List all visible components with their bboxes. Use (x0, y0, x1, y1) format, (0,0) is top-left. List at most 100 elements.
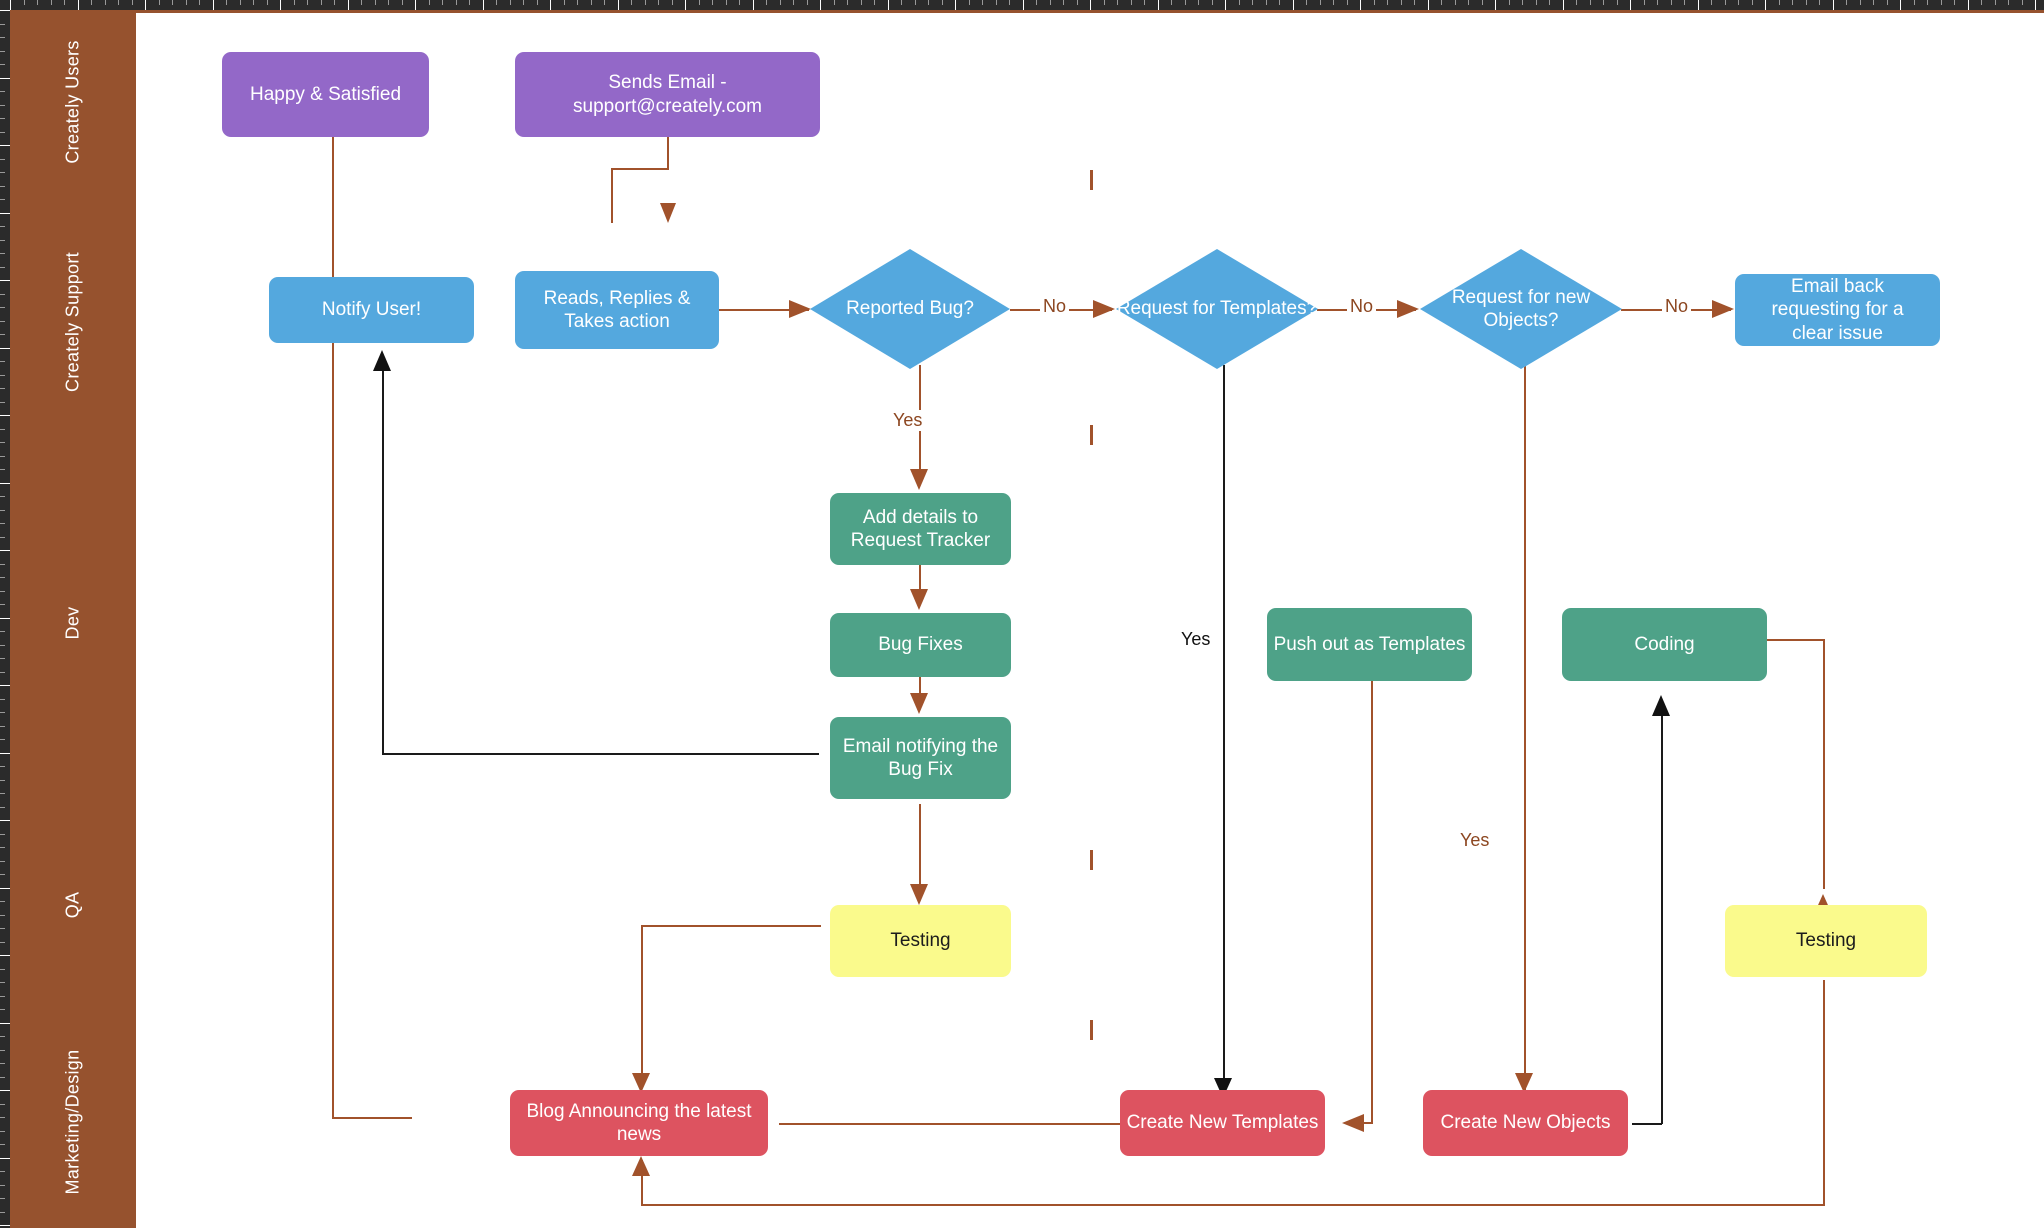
ruler-tick (0, 1198, 5, 1199)
connector-blog-left (332, 1117, 412, 1119)
node-notify-user[interactable]: Notify User! (269, 277, 474, 343)
ruler-tick (0, 888, 10, 889)
ruler-tick (1846, 0, 1847, 5)
ruler-tick (915, 0, 916, 5)
drawing-canvas[interactable]: Creately Users Creately Support Dev QA M… (10, 10, 2044, 1228)
ruler-tick (0, 861, 5, 862)
swimlane-header-users[interactable]: Creately Users (10, 13, 136, 191)
ruler-tick (0, 1063, 5, 1064)
ruler-tick (348, 0, 349, 10)
vertical-ruler[interactable] (0, 0, 10, 1228)
ruler-tick (1252, 0, 1253, 5)
ruler-tick (0, 334, 5, 335)
ruler-tick (0, 267, 5, 268)
ruler-tick (1158, 0, 1159, 10)
node-push-out-templates[interactable]: Push out as Templates (1267, 608, 1472, 681)
node-testing-qa-left[interactable]: Testing (830, 905, 1011, 977)
ruler-tick (1333, 0, 1334, 5)
node-blog-announcing[interactable]: Blog Announcing the latest news (510, 1090, 768, 1156)
ruler-tick (0, 118, 5, 119)
node-label: Coding (1634, 633, 1695, 655)
ruler-tick (307, 0, 308, 5)
node-add-details[interactable]: Add details to Request Tracker (830, 493, 1011, 565)
ruler-tick (1603, 0, 1604, 5)
ruler-tick (0, 1117, 5, 1118)
ruler-tick (1239, 0, 1240, 5)
ruler-tick (0, 1036, 5, 1037)
ruler-tick (0, 348, 10, 349)
ruler-tick (1455, 0, 1456, 5)
ruler-tick (0, 415, 10, 416)
ruler-tick (550, 0, 551, 10)
ruler-tick (199, 0, 200, 5)
ruler-tick (753, 0, 754, 10)
swimlane-header-marketing[interactable]: Marketing/Design (10, 1016, 136, 1228)
connector-coding-right (1765, 639, 1825, 641)
node-testing-qa-right[interactable]: Testing (1725, 905, 1927, 977)
ruler-tick (91, 0, 92, 5)
ruler-tick (1401, 0, 1402, 5)
ruler-tick (577, 0, 578, 5)
node-email-back[interactable]: Email back requesting for a clear issue (1735, 274, 1940, 346)
ruler-tick (1954, 0, 1955, 5)
edge-label-templates-yes: Yes (1178, 629, 1214, 650)
node-sends-email[interactable]: Sends Email - support@creately.com (515, 52, 820, 137)
ruler-tick (51, 0, 52, 5)
ruler-tick (240, 0, 241, 5)
ruler-tick (213, 0, 214, 10)
ruler-tick (0, 753, 10, 754)
connector-emailnotify-left (382, 753, 819, 755)
ruler-tick (0, 1171, 5, 1172)
node-request-objects[interactable]: Request for new Objects? (1420, 249, 1622, 369)
ruler-tick (37, 0, 38, 5)
ruler-tick (1347, 0, 1348, 5)
ruler-tick (1104, 0, 1105, 5)
node-create-new-objects[interactable]: Create New Objects (1423, 1090, 1628, 1156)
ruler-tick (0, 510, 5, 511)
node-reads-replies[interactable]: Reads, Replies & Takes action (515, 271, 719, 349)
connector-sendsemail-down (667, 137, 669, 170)
connector-testingleft-left (641, 925, 821, 927)
ruler-tick (0, 1131, 5, 1132)
ruler-tick (0, 955, 10, 956)
ruler-tick (1725, 0, 1726, 5)
ruler-tick (0, 550, 10, 551)
connector-bugfixes-emailnotify (919, 669, 921, 709)
ruler-tick (996, 0, 997, 5)
ruler-tick (1752, 0, 1753, 5)
ruler-tick (1266, 0, 1267, 5)
ruler-tick (0, 1212, 5, 1213)
node-bug-fixes[interactable]: Bug Fixes (830, 613, 1011, 677)
node-create-new-templates[interactable]: Create New Templates (1120, 1090, 1325, 1156)
ruler-tick (429, 0, 430, 5)
ruler-tick (1509, 0, 1510, 5)
ruler-tick (0, 726, 5, 727)
ruler-tick (1360, 0, 1361, 10)
ruler-tick (591, 0, 592, 5)
ruler-tick (402, 0, 403, 5)
ruler-tick (1428, 0, 1429, 10)
node-happy-satisfied[interactable]: Happy & Satisfied (222, 52, 429, 137)
horizontal-ruler[interactable] (0, 0, 2044, 10)
ruler-tick (0, 375, 5, 376)
swimlane-header-support[interactable]: Creately Support (10, 191, 136, 453)
ruler-tick (0, 1050, 5, 1051)
ruler-tick (1617, 0, 1618, 5)
node-label: Push out as Templates (1273, 633, 1466, 655)
ruler-tick (618, 0, 619, 10)
node-coding[interactable]: Coding (1562, 608, 1767, 681)
node-request-templates[interactable]: Request for Templates? (1116, 249, 1318, 369)
ruler-tick (0, 847, 5, 848)
ruler-tick (334, 0, 335, 5)
connector-sendsemail-left (611, 168, 669, 170)
ruler-tick (2008, 0, 2009, 5)
ruler-tick (0, 523, 5, 524)
ruler-tick (1185, 0, 1186, 5)
ruler-tick (0, 631, 5, 632)
ruler-tick (2022, 0, 2023, 5)
node-email-notifying[interactable]: Email notifying the Bug Fix (830, 717, 1011, 799)
swimlane-header-dev[interactable]: Dev (10, 453, 136, 793)
swimlane-header-qa[interactable]: QA (10, 793, 136, 1016)
node-reported-bug[interactable]: Reported Bug? (810, 249, 1010, 369)
ruler-tick (847, 0, 848, 5)
